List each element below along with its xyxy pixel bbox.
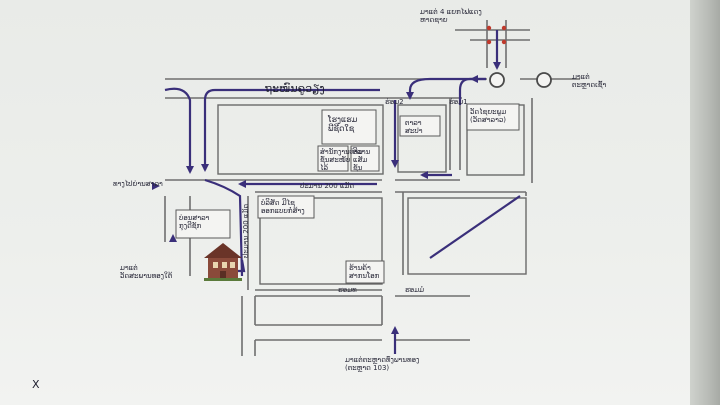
arrowhead-1 (391, 160, 399, 168)
traffic-light-1 (486, 25, 492, 31)
roundabout-2 (536, 72, 552, 88)
left-box (175, 209, 231, 239)
bottom-box-label: ຮ້ານຄ້າສາກນໂອກ (349, 263, 380, 280)
arrowhead-3 (186, 166, 194, 174)
route-house (236, 259, 246, 273)
from-right-label: ມາແຕ່ຕະຫຼາດເຊົ້າ (572, 72, 607, 89)
traffic-light-4 (501, 39, 507, 45)
main-road-label: ຖະໜົນຄູວຽງ (265, 82, 325, 95)
route-left-2 (164, 87, 192, 172)
from-bottom-label: ມາແຕ່ຕະຫຼາດທົ່ງພານທອງ(ຕະຫຼາດ 103) (345, 355, 419, 372)
alley-bottom-b-label: ຮອມມໍ (405, 286, 424, 294)
route-diag (429, 195, 521, 259)
route-main-road (408, 77, 486, 98)
alley-bottom-a-label: ຮອມທ (338, 286, 357, 294)
arrowhead-7 (238, 180, 246, 188)
temple-label: ວັດໄຊຍະພູມ(ວັດສາລາວ) (469, 107, 506, 124)
route-down (204, 178, 244, 277)
arrowhead-left-2 (169, 234, 177, 242)
tara-spa-label: ຕາລາສະປາ (405, 119, 423, 135)
traffic-light-3 (486, 39, 492, 45)
bottom-box (345, 260, 385, 284)
left-box-label: ບ່ອນສາລາກຸງດີຊັກ (179, 213, 210, 231)
roundabout-1 (489, 72, 505, 88)
traffic-light-2 (501, 25, 507, 31)
company-label: ບໍລິສັດ ມີໄຊອອກແບບກໍ່ສ້າງ (261, 198, 305, 215)
from-left-label: ທາງໄປຍ່ານສາລາ (113, 179, 163, 188)
block-hotel-area (217, 104, 384, 175)
hotel-box (321, 109, 377, 145)
route-left (203, 88, 380, 170)
hotel-label: ໂຮງແຮມພີຊີດໃຊ (327, 114, 358, 134)
arrowhead-5 (391, 326, 399, 334)
arrowhead-8 (470, 75, 478, 83)
arrowhead-6 (420, 171, 428, 179)
house-icon (204, 243, 242, 281)
monitor-edge (690, 0, 720, 405)
arrowhead-9 (406, 92, 414, 100)
small-box-b-label: ອີວານແສັມຊັນ (352, 147, 370, 172)
tara-spa-box (399, 115, 441, 137)
block-right-mid (397, 104, 447, 173)
small-box-b (350, 145, 380, 172)
small-box-a-label: ສຳນັກງານທ່ານຊັ່ນສະໜັບໄລ້ (320, 147, 363, 172)
alley-1-label: ຮ່ອມ1 (449, 97, 468, 106)
temple-box (466, 103, 520, 131)
junction-top-label: ມາແຕ່ 4 ແຍກໄຟແດງຫາດຊາຍ (420, 7, 482, 24)
distance-v-label: ປະມານ 200 ແມັດ (242, 204, 250, 258)
small-box-a (317, 145, 349, 172)
arrowhead-left-1 (152, 182, 160, 190)
arrowhead-2 (201, 164, 209, 172)
arrowhead-4 (493, 62, 501, 70)
corner-mark: X (32, 378, 40, 391)
distance-h-label: ປະມານ 200 ແມັດ (300, 182, 354, 190)
alley-2-label: ຮ່ອມ2 (385, 97, 404, 106)
company-box (257, 195, 315, 219)
block-center (259, 197, 383, 285)
from-left-bottom-label: ມາແຕ່ວັດສະພານທອງໃຕ້ (119, 263, 172, 280)
block-right-bottom (407, 197, 527, 275)
